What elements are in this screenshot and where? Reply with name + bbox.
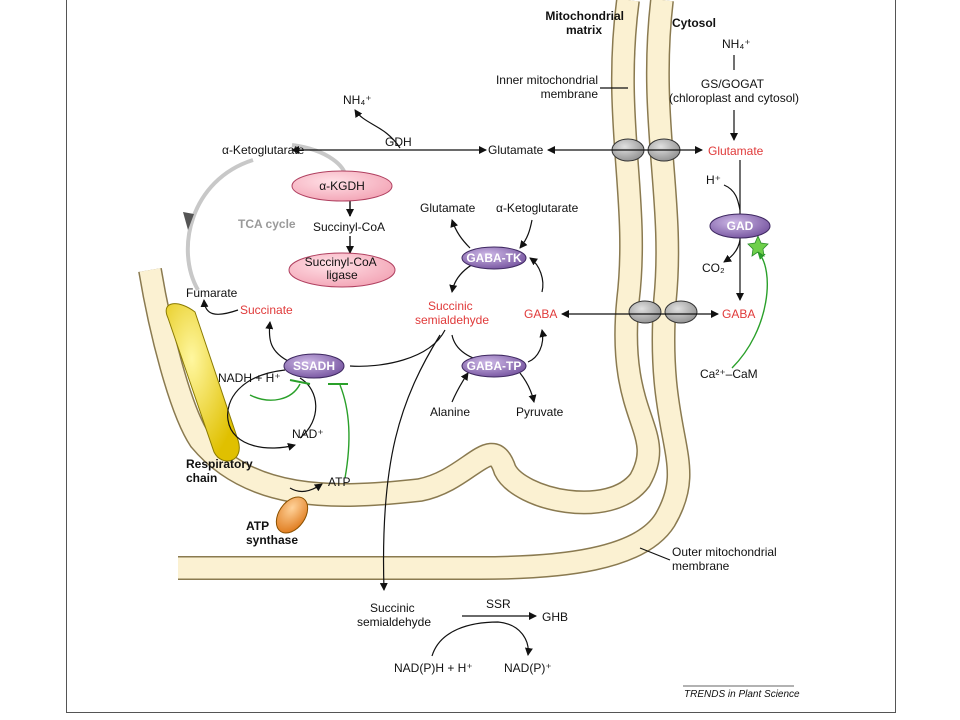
- rc-line1: Respiratory: [186, 457, 253, 471]
- nadph-arrow: [431, 621, 533, 657]
- glutamate-cytosol-label: Glutamate: [708, 144, 764, 158]
- tca-cycle-label: TCA cycle: [238, 217, 296, 231]
- ssa-matrix-line2: semialdehyde: [415, 313, 489, 327]
- gad-label: GAD: [727, 219, 754, 233]
- ghb-label: GHB: [542, 610, 568, 624]
- gaba-tk-label: GABA-TK: [466, 251, 522, 265]
- tk-akg-arrow: [519, 219, 533, 249]
- tk-glutamate-arrow: [450, 219, 471, 249]
- akgdh-label: α-KGDH: [319, 179, 365, 193]
- nadh-label: NADH + H⁺: [218, 371, 281, 385]
- inner-membrane: [138, 0, 661, 515]
- gs-gogat-label: GS/GOGAT (chloroplast and cytosol): [669, 77, 799, 105]
- transporter-gaba-outer: [664, 300, 698, 324]
- tp-alanine-arrow: [451, 372, 469, 403]
- alanine-label: Alanine: [430, 405, 470, 419]
- atp-synthase-label: ATP synthase: [246, 519, 298, 547]
- atp-label: ATP: [328, 475, 350, 489]
- gaba-tp-enzyme: [461, 354, 527, 378]
- succinate-fumarate-arrow: [200, 299, 239, 315]
- fumarate-label: Fumarate: [186, 286, 238, 300]
- gaba-tp-right-arrow: [527, 329, 548, 363]
- ssa-export-arrow: [379, 334, 441, 591]
- succinyl-coa-ligase-enzyme: [288, 252, 396, 288]
- cytosol-label: Cytosol: [672, 16, 716, 30]
- tca-arrow-icon: [183, 212, 194, 230]
- cam-activation-arrow: [731, 251, 768, 369]
- gaba-cytosol-label: GABA: [722, 307, 755, 321]
- ssa-cytosol-label: Succinic semialdehyde: [357, 601, 431, 629]
- ssadh-label: SSADH: [293, 359, 335, 373]
- akg-tk-label: α-Ketoglutarate: [496, 201, 579, 215]
- ssa-matrix-label: Succinic semialdehyde: [415, 299, 489, 327]
- pyruvate-label: Pyruvate: [516, 405, 564, 419]
- gs-gogat-line2: (chloroplast and cytosol): [669, 91, 799, 105]
- transporter-gaba-inner: [628, 300, 662, 324]
- tp-pyruvate-arrow: [519, 372, 537, 403]
- rc-line2: chain: [186, 471, 217, 485]
- ssadh-enzyme: [283, 353, 345, 379]
- h-plus-arrow: [723, 184, 741, 211]
- gaba-matrix-label: GABA: [524, 307, 557, 321]
- gdh-label: GDH: [385, 135, 412, 149]
- succinate-label: Succinate: [240, 303, 293, 317]
- succinyl-coa-ligase-label: Succinyl-CoA ligase: [305, 255, 380, 282]
- ssr-label: SSR: [486, 597, 511, 611]
- co2-label: CO₂: [702, 261, 725, 275]
- gdh-nh4-arrow: [354, 109, 401, 149]
- atps-line1: ATP: [246, 519, 269, 533]
- gaba-tk-right-arrow: [529, 257, 544, 293]
- glutamate-tk-label: Glutamate: [420, 201, 476, 215]
- co2-arrow: [723, 239, 741, 263]
- respiratory-chain: [165, 303, 240, 462]
- gaba-tp-label: GABA-TP: [467, 359, 522, 373]
- sucl-line2: ligase: [326, 268, 358, 282]
- gad-enzyme: [709, 213, 771, 239]
- activation-star-icon: [747, 234, 769, 257]
- gaba-tk-enzyme: [461, 246, 527, 270]
- nad-label: NAD⁺: [292, 427, 324, 441]
- nh4-matrix-label: NH₄⁺: [343, 93, 372, 107]
- nad-loop-arrow: [227, 369, 296, 451]
- succinyl-coa-label: Succinyl-CoA: [313, 220, 385, 234]
- ca-cam-label: Ca²⁺–CaM: [700, 367, 758, 381]
- gs-gogat-line1: GS/GOGAT: [701, 77, 765, 91]
- outer-membrane-leader: [639, 547, 671, 561]
- ssa-cytosol-line1: Succinic: [370, 601, 415, 615]
- akg-tca-label: α-Ketoglutarate: [222, 143, 305, 157]
- atps-line2: synthase: [246, 533, 298, 547]
- ssadh-to-succinate-arrow: [265, 321, 291, 363]
- ssa-matrix-line1: Succinic: [428, 299, 473, 313]
- nadph-label: NAD(P)H + H⁺: [394, 661, 473, 675]
- glutamate-matrix-label: Glutamate: [488, 143, 544, 157]
- nh4-cytosol-label: NH₄⁺: [722, 37, 751, 51]
- respiratory-chain-label: Respiratory chain: [186, 457, 256, 485]
- h-plus-label: H⁺: [706, 173, 721, 187]
- atp-synthase-arrow: [289, 483, 323, 493]
- source-label: TRENDS in Plant Science: [684, 689, 800, 700]
- sucl-line1: Succinyl-CoA: [305, 255, 377, 269]
- nadh-inhibition-line: [249, 383, 301, 401]
- ssa-cytosol-line2: semialdehyde: [357, 615, 431, 629]
- akgdh-enzyme: [291, 170, 393, 202]
- atp-inhibition-line: [339, 384, 350, 479]
- atp-synthase: [275, 496, 309, 534]
- nadh-inhibition-bar: [289, 379, 311, 385]
- nadp-label: NAD(P)⁺: [504, 661, 552, 675]
- ssa-to-ssadh-line: [349, 329, 446, 367]
